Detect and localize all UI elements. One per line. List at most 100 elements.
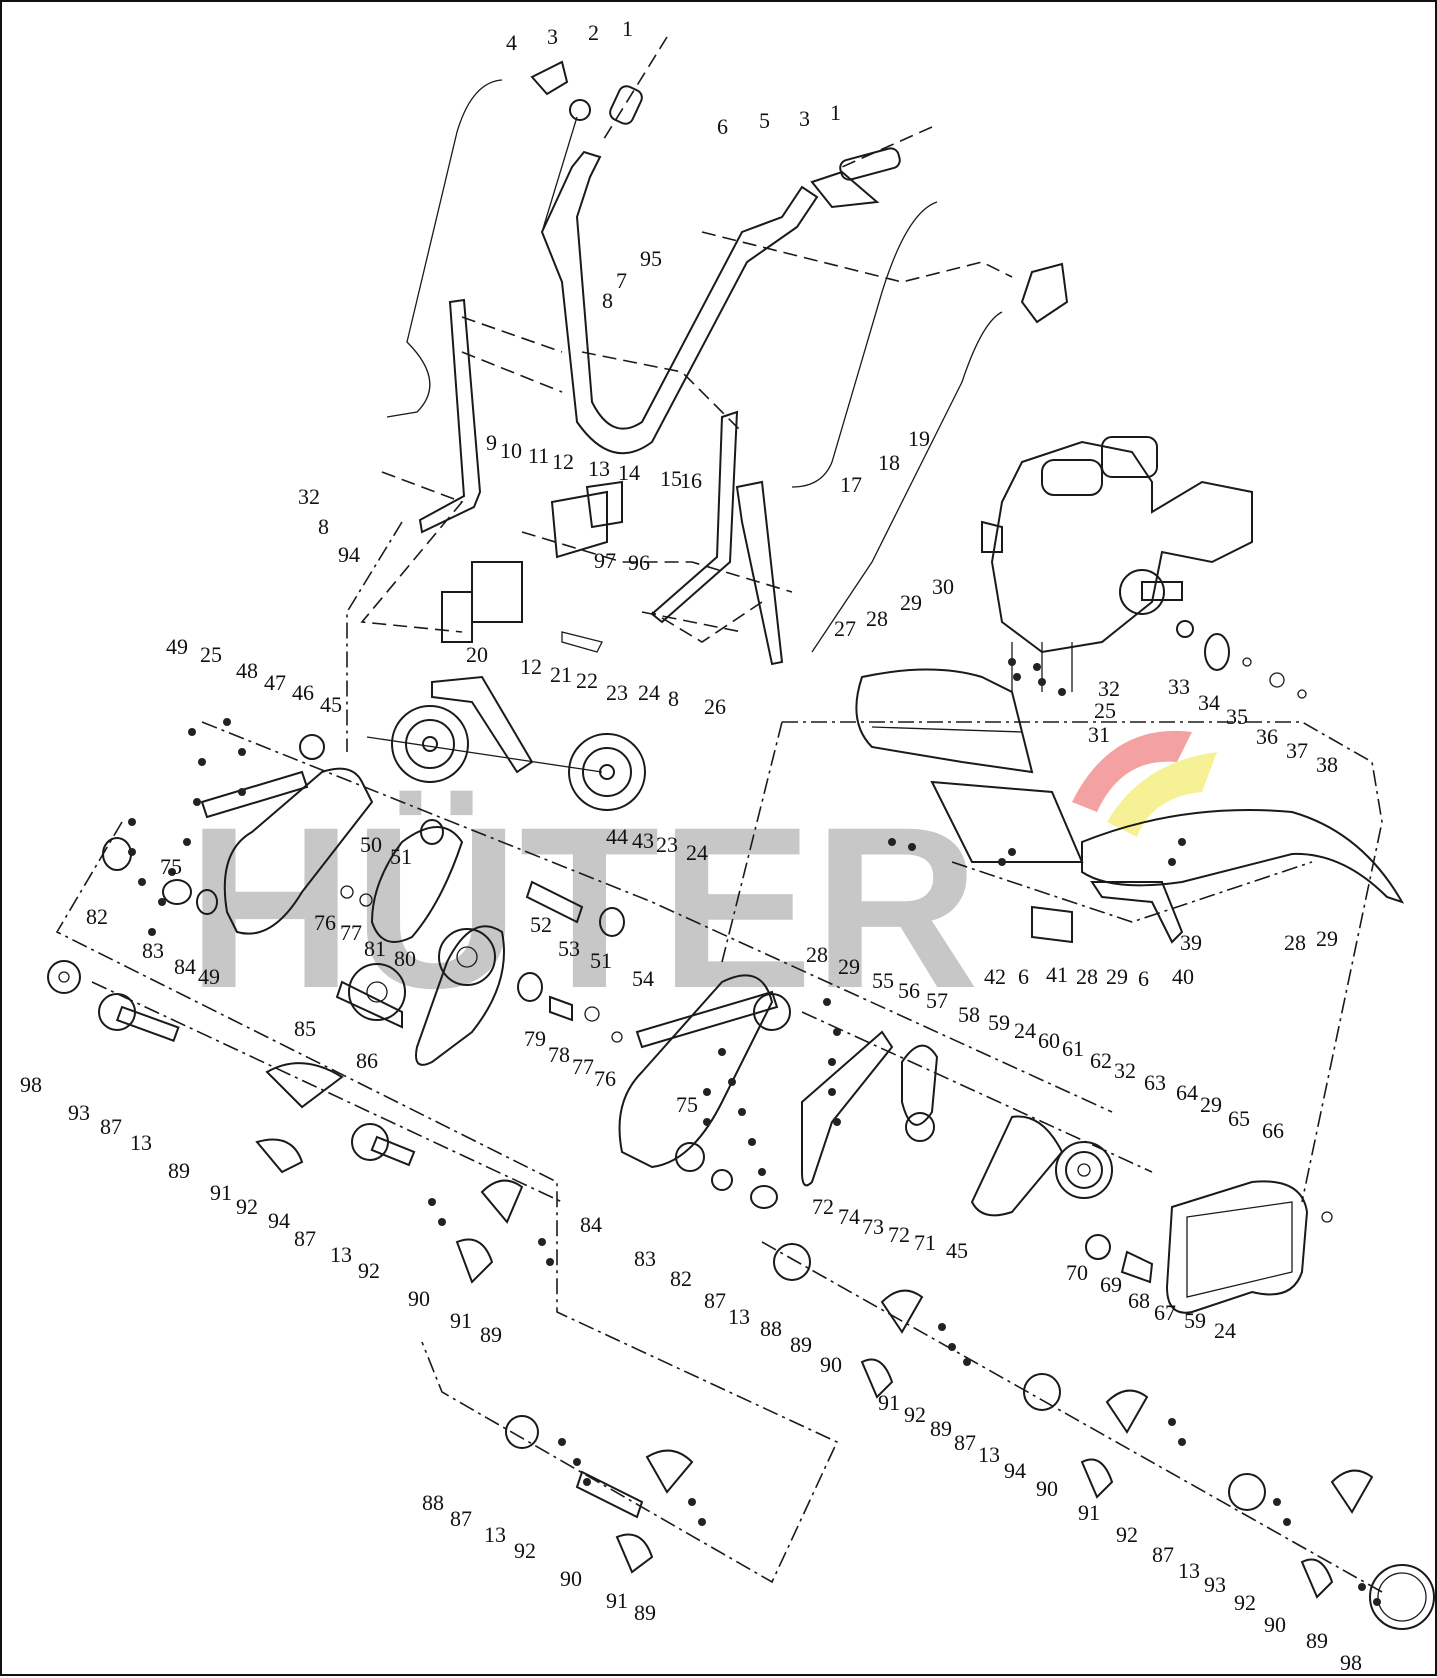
part-label: 87 [100, 1114, 122, 1139]
fastener-dot [698, 1518, 706, 1526]
part-label: 29 [1200, 1092, 1222, 1117]
fastener-dot [833, 1118, 841, 1126]
part-label: 29 [1316, 926, 1338, 951]
part-label: 13 [1178, 1558, 1200, 1583]
part-label: 53 [558, 936, 580, 961]
part-label: 94 [1004, 1458, 1026, 1483]
part-label: 24 [686, 840, 708, 865]
part-label: 8 [668, 686, 679, 711]
part-label: 94 [338, 542, 360, 567]
part-label: 87 [954, 1430, 976, 1455]
transport-wheels [366, 675, 646, 811]
fastener-dot [738, 1108, 746, 1116]
watermark-yellow-swoosh [1107, 752, 1217, 837]
part-label: 58 [958, 1002, 980, 1027]
part-label: 48 [236, 658, 258, 683]
watermark-text: HÜTER [187, 779, 979, 1036]
fastener-dot [128, 818, 136, 826]
part-label: 19 [908, 426, 930, 451]
part-label: 49 [198, 964, 220, 989]
fastener-dot [188, 728, 196, 736]
part-label: 92 [904, 1402, 926, 1427]
part-label: 6 [717, 114, 728, 139]
part-label: 72 [888, 1222, 910, 1247]
part-label: 29 [838, 954, 860, 979]
fastener-dot [583, 1478, 591, 1486]
part-label: 32 [1114, 1058, 1136, 1083]
part-label: 63 [1144, 1070, 1166, 1095]
hardware-fasteners [128, 658, 1381, 1606]
tines [47, 960, 1435, 1630]
part-label: 86 [356, 1048, 378, 1073]
part-label: 24 [1014, 1018, 1036, 1043]
part-label: 6 [1138, 966, 1149, 991]
fastener-dot [908, 843, 916, 851]
part-label: 54 [632, 966, 654, 991]
part-label: 89 [790, 1332, 812, 1357]
chain-case-left [102, 734, 625, 1066]
fastener-dot [748, 1138, 756, 1146]
part-label: 92 [236, 1194, 258, 1219]
part-label: 77 [340, 920, 362, 945]
part-label: 51 [590, 948, 612, 973]
part-label: 28 [1076, 964, 1098, 989]
part-label: 33 [1168, 674, 1190, 699]
part-label: 96 [628, 550, 650, 575]
part-label: 50 [360, 832, 382, 857]
part-label: 98 [1340, 1650, 1362, 1675]
part-label: 79 [524, 1026, 546, 1051]
handle-assembly [386, 60, 1069, 666]
part-label: 23 [606, 680, 628, 705]
part-label: 88 [760, 1316, 782, 1341]
part-label: 78 [548, 1042, 570, 1067]
part-label: 72 [812, 1194, 834, 1219]
part-label: 20 [466, 642, 488, 667]
part-label: 71 [914, 1230, 936, 1255]
part-label: 55 [872, 968, 894, 993]
part-label: 5 [759, 108, 770, 133]
part-label: 32 [298, 484, 320, 509]
part-label: 68 [1128, 1288, 1150, 1313]
fastener-dot [938, 1323, 946, 1331]
fastener-dot [1008, 658, 1016, 666]
part-label: 29 [900, 590, 922, 615]
part-label: 8 [318, 514, 329, 539]
part-label: 60 [1038, 1028, 1060, 1053]
part-label: 92 [1234, 1590, 1256, 1615]
part-label: 42 [984, 964, 1006, 989]
part-label: 13 [728, 1304, 750, 1329]
part-label: 26 [704, 694, 726, 719]
part-label: 27 [834, 616, 856, 641]
fastener-dot [1013, 673, 1021, 681]
part-label: 28 [866, 606, 888, 631]
assembly-lines [55, 36, 1383, 1593]
part-label: 95 [640, 246, 662, 271]
part-label: 87 [704, 1288, 726, 1313]
part-label: 38 [1316, 752, 1338, 777]
fastener-dot [688, 1498, 696, 1506]
fastener-dot [238, 788, 246, 796]
fastener-dot [1038, 678, 1046, 686]
fastener-dot [888, 838, 896, 846]
fastener-dot [1373, 1598, 1381, 1606]
part-label: 94 [268, 1208, 290, 1233]
part-label: 93 [1204, 1572, 1226, 1597]
part-label: 82 [86, 904, 108, 929]
part-label: 61 [1062, 1036, 1084, 1061]
part-label: 87 [1152, 1542, 1174, 1567]
part-label: 75 [676, 1092, 698, 1117]
engine [981, 436, 1307, 699]
fastener-dot [438, 1218, 446, 1226]
part-label: 87 [294, 1226, 316, 1251]
part-label: 45 [320, 692, 342, 717]
part-label: 56 [898, 978, 920, 1003]
part-label: 49 [166, 634, 188, 659]
fastener-dot [703, 1118, 711, 1126]
part-label: 90 [820, 1352, 842, 1377]
fastener-dot [1178, 838, 1186, 846]
part-label: 29 [1106, 964, 1128, 989]
fastener-dot [823, 998, 831, 1006]
part-label: 35 [1226, 704, 1248, 729]
